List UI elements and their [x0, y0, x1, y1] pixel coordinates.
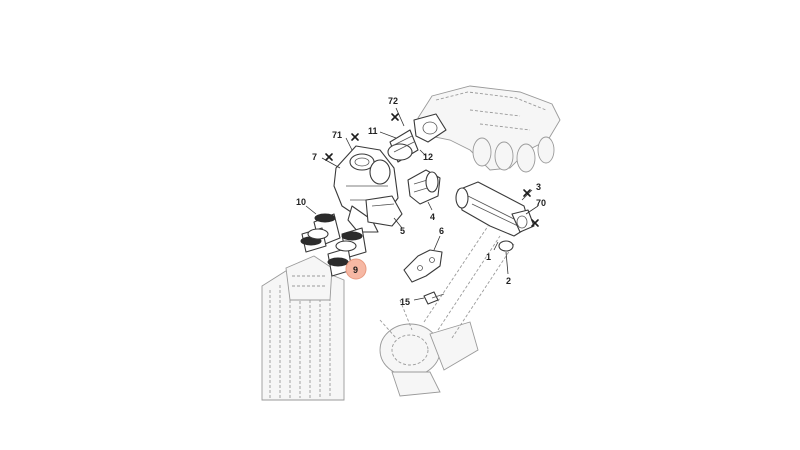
intercooler: [261, 255, 345, 401]
callout-6[interactable]: 6: [439, 226, 444, 236]
callout-10[interactable]: 10: [296, 197, 306, 207]
cross-marker-71: [351, 133, 359, 141]
intake-manifold: [417, 85, 561, 173]
callout-11[interactable]: 11: [368, 126, 378, 136]
turbocharger: [379, 299, 479, 397]
part-15-screw: [423, 291, 445, 305]
callout-3[interactable]: 3: [536, 182, 541, 192]
callout-7[interactable]: 7: [312, 152, 317, 162]
callout-2[interactable]: 2: [506, 276, 511, 286]
part-1-intake-pipe: [455, 181, 535, 252]
cross-marker-70: [531, 219, 539, 227]
leader-lines: [305, 107, 539, 301]
callout-72[interactable]: 72: [388, 96, 398, 106]
callout-9[interactable]: 9: [353, 265, 358, 275]
part-5-elbow: [365, 195, 403, 227]
callout-12[interactable]: 12: [423, 152, 433, 162]
highlight-marker: [345, 258, 367, 280]
callout-70[interactable]: 70: [536, 198, 546, 208]
part-11-hose: [387, 129, 419, 163]
callout-71[interactable]: 71: [332, 130, 342, 140]
callout-5[interactable]: 5: [400, 226, 405, 236]
part-12-flange: [413, 113, 447, 143]
part-4-elbow-hose: [407, 169, 441, 205]
callout-4[interactable]: 4: [430, 212, 435, 222]
cross-marker-72: [391, 113, 399, 121]
part-6-bracket: [403, 249, 443, 283]
part-10-hose-coupling: [300, 213, 341, 253]
turbo-outlet-pipe: [423, 225, 515, 339]
callout-15[interactable]: 15: [400, 297, 410, 307]
callout-1[interactable]: 1: [486, 252, 491, 262]
cross-marker-7: [325, 153, 333, 161]
cross-marker-3: [523, 189, 531, 197]
